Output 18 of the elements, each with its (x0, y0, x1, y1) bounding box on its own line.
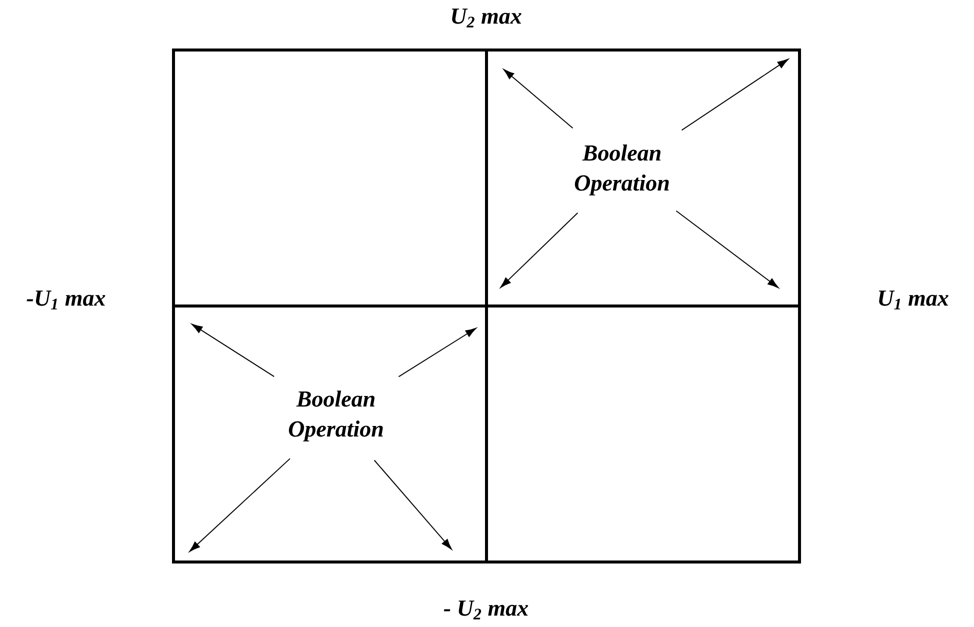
quadrant-box (172, 48, 488, 308)
arrow (500, 212, 578, 288)
axis-label: U$_{1}$ max (879, 290, 948, 310)
operation-label: Boolean Operation (288, 390, 383, 442)
arrow (398, 328, 476, 378)
quadrant-box (485, 304, 801, 564)
axis-label: - U$_{2}$ max (444, 600, 528, 620)
axis-label: -U$_{1}$ max (26, 290, 106, 310)
arrow (676, 210, 779, 288)
arrow (503, 69, 574, 129)
quadrant-box (172, 304, 488, 564)
axis-label: U$_{2}$ max (452, 8, 522, 28)
arrow (189, 458, 291, 552)
operation-label: Boolean Operation (574, 144, 669, 196)
quadrant-box (485, 48, 801, 308)
arrow (374, 460, 452, 550)
arrow (192, 324, 275, 378)
arrow (681, 58, 788, 131)
